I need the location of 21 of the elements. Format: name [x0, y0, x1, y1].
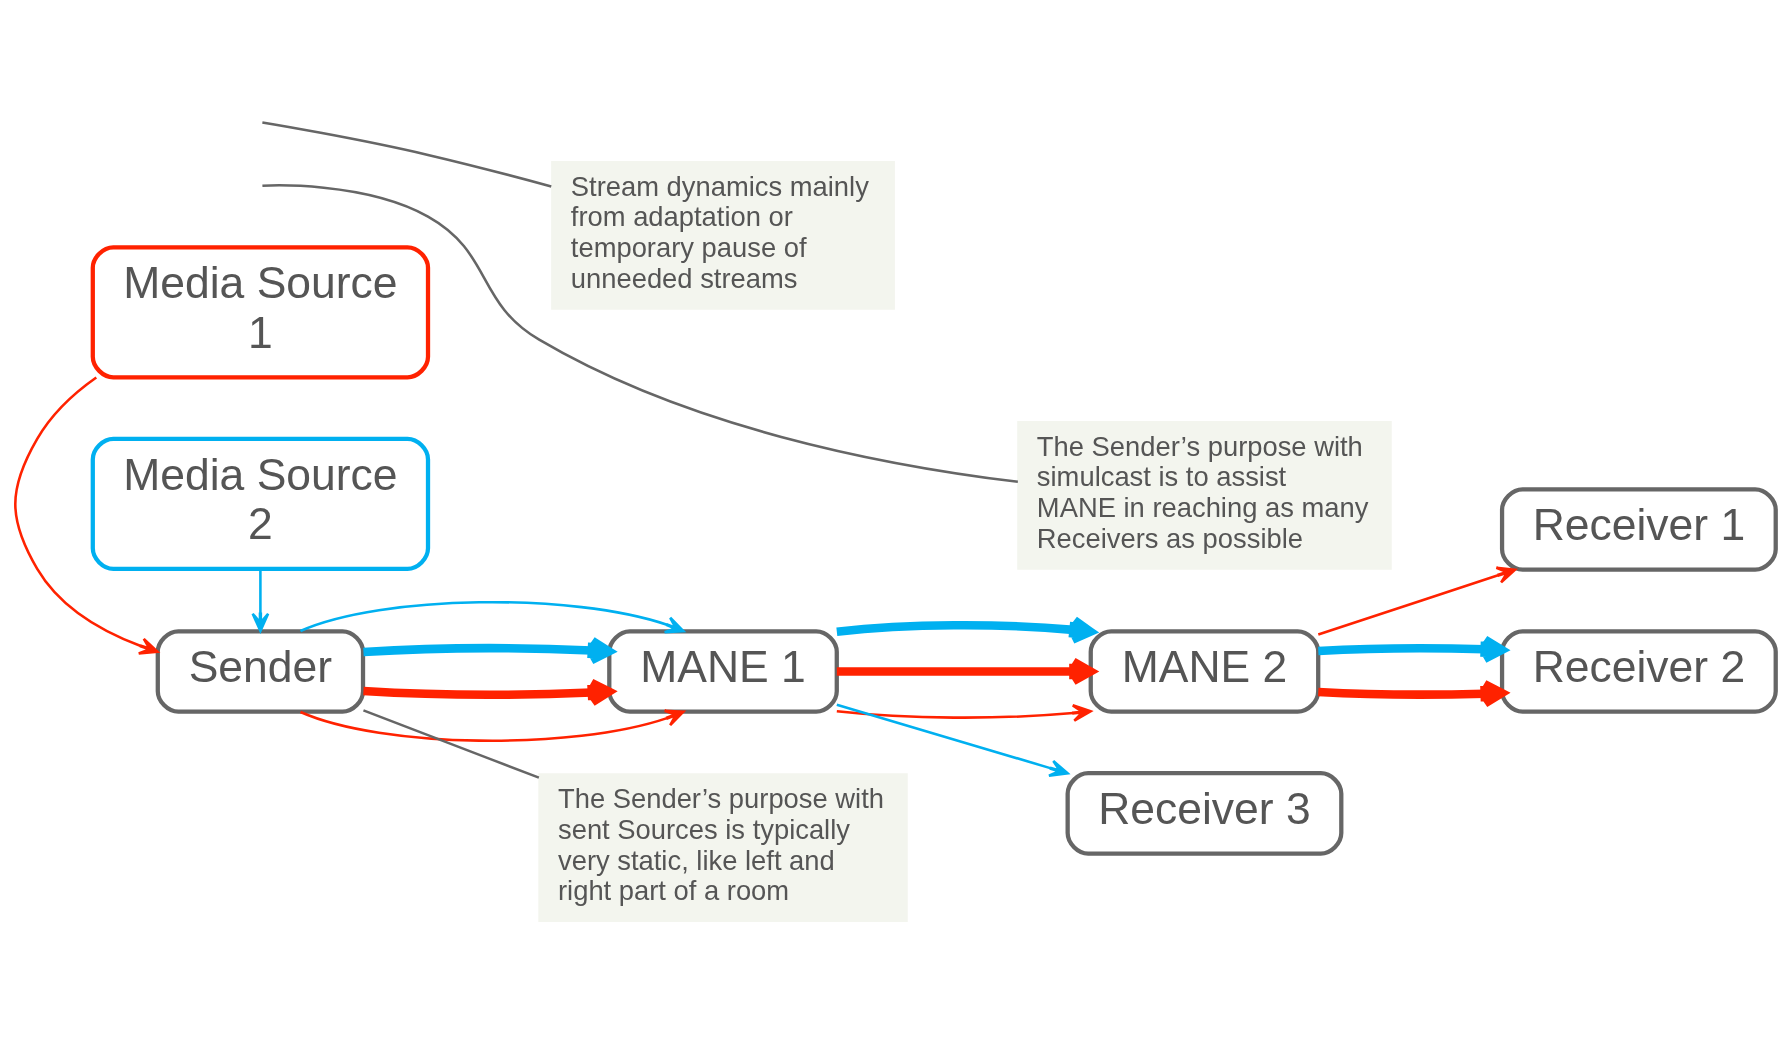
arrow: [251, 568, 270, 633]
arrow: [836, 704, 1092, 722]
arrow: [836, 703, 1069, 778]
connector: [363, 709, 540, 779]
node-box: Receiver 1: [1499, 487, 1778, 572]
node-box: The Sender’s purpose with simulcast is to assist MANE in reaching as many Receivers as possible: [1017, 420, 1392, 570]
node-box: Stream dynamics mainly from adaptation or temporary pause of unneeded streams: [551, 160, 895, 310]
arrow: [300, 601, 685, 634]
node-box: Media Source 2: [90, 436, 431, 571]
arrow: [1317, 566, 1517, 636]
node-box: Receiver 3: [1065, 771, 1344, 856]
node-box: The Sender’s purpose with sent Sources is typically very static, like left and right part of a room: [538, 773, 908, 922]
node-box: Receiver 2: [1499, 629, 1778, 714]
arrow: [300, 709, 685, 742]
node-box: MANE 1: [607, 629, 839, 714]
node-box: MANE 2: [1088, 629, 1321, 714]
connector: [262, 121, 552, 188]
node-box: Media Source 1: [90, 245, 431, 380]
arrow: [14, 376, 159, 655]
connector: [262, 184, 1018, 484]
node-box: Sender: [155, 629, 366, 714]
